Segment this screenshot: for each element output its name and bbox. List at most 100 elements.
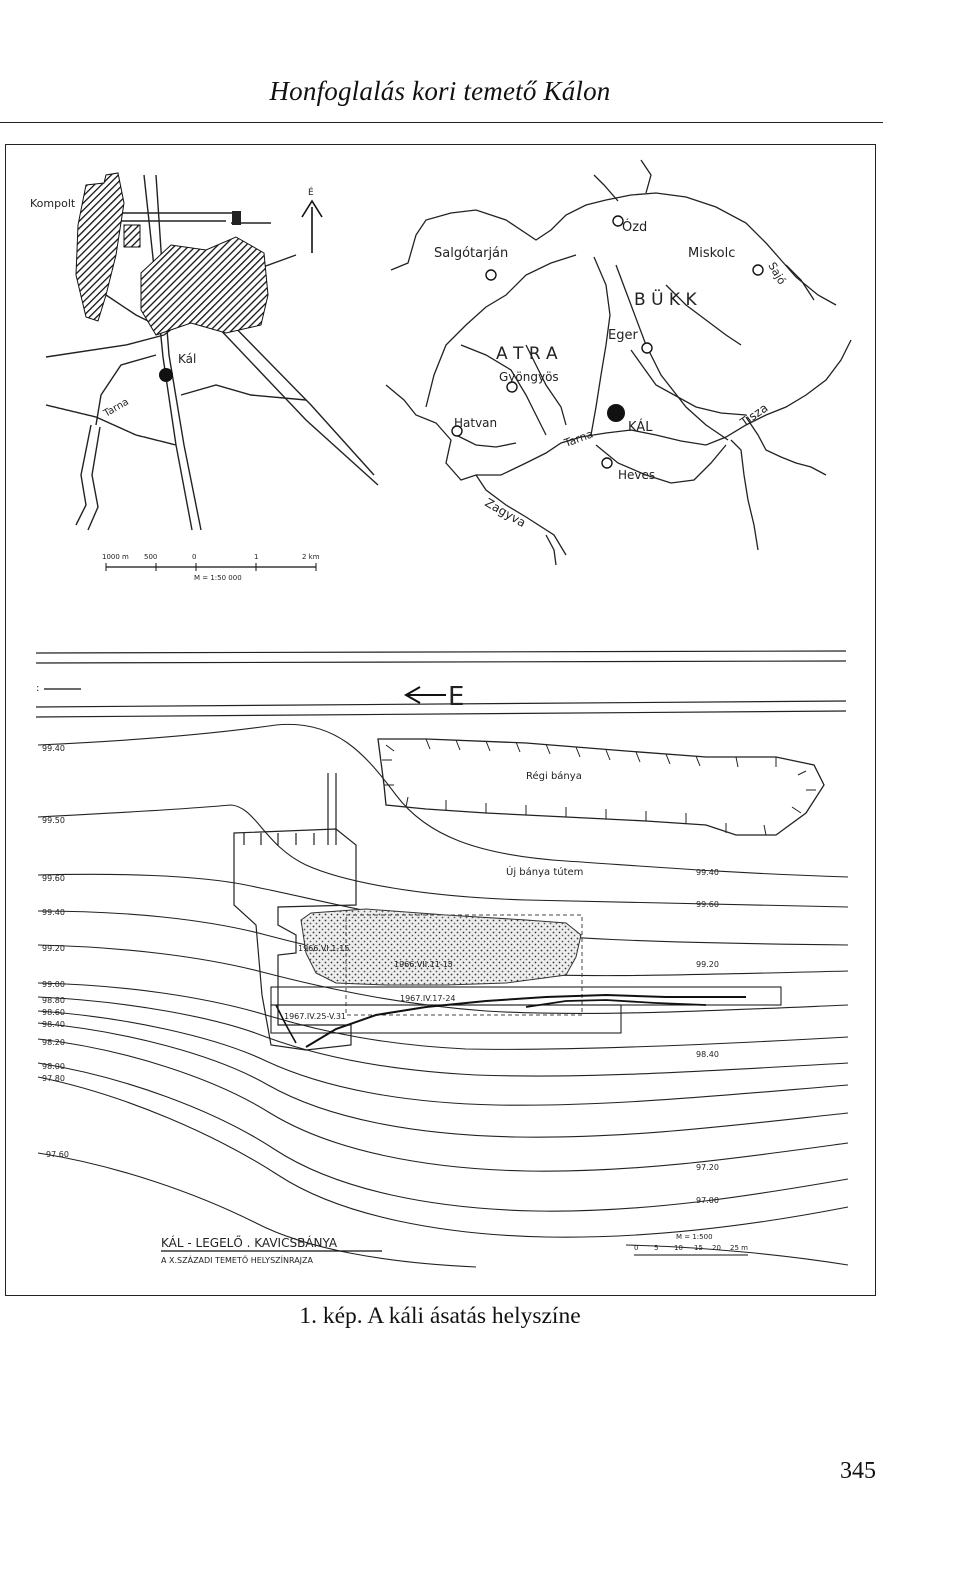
mountain-label-matra: A T R A	[496, 344, 558, 364]
mountain-label-bukk: B Ü K K	[634, 288, 697, 310]
quarry-tick	[665, 753, 671, 765]
quarry-tick-marks	[382, 738, 816, 836]
site-plan-scale-bar: M = 1:500 0 5 10 15 20 25 m	[634, 1233, 748, 1256]
contour-label-right: 99.40	[696, 868, 719, 877]
quarry-tick	[635, 751, 641, 763]
contour-line	[37, 1038, 849, 1172]
quarry-tick	[455, 739, 461, 751]
quarry-tick	[763, 824, 767, 836]
excavation-label-1966-vi: 1966.VI.1-15	[298, 944, 349, 953]
quarry-tick	[695, 755, 701, 767]
contour-line	[37, 1022, 849, 1138]
site-scale-tick: 0	[634, 1244, 638, 1252]
contour-label-right: 97.20	[696, 1163, 719, 1172]
trench-line-1	[305, 993, 746, 1048]
contour-label-left: 98.00	[42, 1062, 65, 1071]
river-label-tisza: Tisza	[737, 401, 771, 430]
contour-line	[625, 1244, 849, 1266]
contour-label-left: 99.60	[42, 874, 65, 883]
kal-village-marker	[159, 368, 173, 382]
site-scale-tick: 20	[712, 1244, 721, 1252]
old-quarry-label: Régi bánya	[526, 770, 582, 782]
quarry-tick	[485, 740, 491, 752]
overview-scale-tick-1: 1	[254, 553, 258, 561]
town-label-eger: Eger	[608, 328, 638, 343]
site-plan-subtitle: A X.SZÁZADI TEMETŐ HELYSZÍNRAJZA	[161, 1254, 314, 1265]
town-label-miskolc: Miskolc	[688, 246, 735, 261]
regional-map: Ózd Miskolc Salgótarján Gyöngyös Eger Ha…	[385, 159, 852, 566]
contour-label-left: 99.00	[42, 980, 65, 989]
contour-label-right: 99.60	[696, 900, 719, 909]
north-label: É	[308, 186, 314, 198]
overview-map: Kompolt Kál Tarna É 1000 m 500 0 1 2 km …	[30, 172, 379, 582]
town-label-hatvan: Hatvan	[454, 416, 497, 430]
river-label-tarna: Tarna	[101, 397, 131, 421]
quarry-tick	[797, 770, 807, 776]
quarry-tick	[545, 743, 551, 755]
old-quarry-outline	[377, 738, 825, 836]
trench-teeth	[243, 833, 315, 845]
contour-labels-right: 99.40 99.60 99.20 98.40 97.20 97.00	[696, 868, 719, 1205]
site-scale-tick: 5	[654, 1244, 658, 1252]
excavation-stippled-area	[300, 908, 582, 986]
contour-labels-left: 99.40 99.50 99.60 99.40 99.20 99.00 98.8…	[42, 744, 69, 1159]
quarry-tick	[385, 744, 395, 752]
contour-line	[37, 1010, 849, 1106]
contour-label-left: 99.50	[42, 816, 65, 825]
site-north-label: E	[448, 682, 464, 712]
running-title: Honfoglalás kori temető Kálon	[269, 76, 611, 106]
header-rule	[0, 122, 883, 123]
contour-line	[37, 996, 849, 1077]
contour-label-left: 98.40	[42, 1020, 65, 1029]
contour-line	[37, 723, 849, 878]
trench-line-3	[275, 1004, 297, 1044]
contour-line	[37, 804, 849, 908]
site-north-arrow-icon: E	[403, 682, 464, 712]
new-quarry-label: Új bánya tútem	[506, 865, 583, 878]
contour-label-left: 98.20	[42, 1038, 65, 1047]
site-plan-title: KÁL - LEGELŐ . KAVICSBÁNYA	[161, 1235, 338, 1250]
overview-scale-tick-2km: 2 km	[302, 553, 320, 561]
trench-line-2	[525, 999, 707, 1008]
road	[35, 650, 847, 718]
town-label-heves: Heves	[618, 468, 655, 482]
quarry-tick	[575, 746, 581, 758]
river-label-zagyva: Zagyva	[483, 495, 529, 529]
contour-label-left: 99.20	[42, 944, 65, 953]
quarry-tick	[791, 806, 802, 814]
contour-line	[37, 982, 849, 1050]
contour-line	[37, 1152, 477, 1268]
site-plan: : E Régi bánya Új bánya tútem 1966.VI.1-…	[35, 650, 849, 1268]
quarry-tick	[515, 741, 521, 753]
town-label-salgotarjan: Salgótarján	[434, 246, 508, 261]
quarry-tick	[735, 756, 739, 768]
site-scale-tick: 25 m	[730, 1244, 748, 1252]
contour-label-left: 99.40	[42, 908, 65, 917]
town-label-kal: Kál	[178, 352, 196, 366]
contour-label-right: 98.40	[696, 1050, 719, 1059]
trench-outline	[233, 828, 357, 1051]
north-arrow-icon: É	[301, 186, 323, 253]
excavation-label-1967-iv17: 1967.IV.17-24	[400, 994, 456, 1003]
contour-label-left: 99.40	[42, 744, 65, 753]
contour-label-left: 97.60	[46, 1150, 69, 1159]
contour-label-right: 99.20	[696, 960, 719, 969]
excavation-label-1966-vii: 1966.VII.11-15	[394, 960, 453, 969]
overview-scale-bar: 1000 m 500 0 1 2 km M = 1:50 000	[102, 553, 320, 582]
quarry-tick	[405, 796, 409, 808]
contour-line	[37, 1076, 849, 1238]
contour-line	[37, 944, 849, 1015]
figure-frame: Kompolt Kál Tarna É 1000 m 500 0 1 2 km …	[5, 144, 876, 1296]
contour-label-left: 97.80	[42, 1074, 65, 1083]
contour-line	[37, 1062, 849, 1212]
town-label-gyongyos: Gyöngyös	[499, 370, 559, 384]
overview-scale-ratio: M = 1:50 000	[194, 574, 242, 582]
overview-scale-tick-500: 500	[144, 553, 157, 561]
quarry-tick	[605, 749, 611, 761]
contour-label-left: 98.60	[42, 1008, 65, 1017]
town-label-kal-regional: KÁL	[628, 419, 653, 435]
kal-site-marker	[607, 404, 625, 422]
excavation-label-1967-iv25: 1967.IV.25-V.31	[284, 1012, 346, 1021]
road-edge-mark: :	[36, 683, 39, 694]
site-scale-tick: 10	[674, 1244, 683, 1252]
